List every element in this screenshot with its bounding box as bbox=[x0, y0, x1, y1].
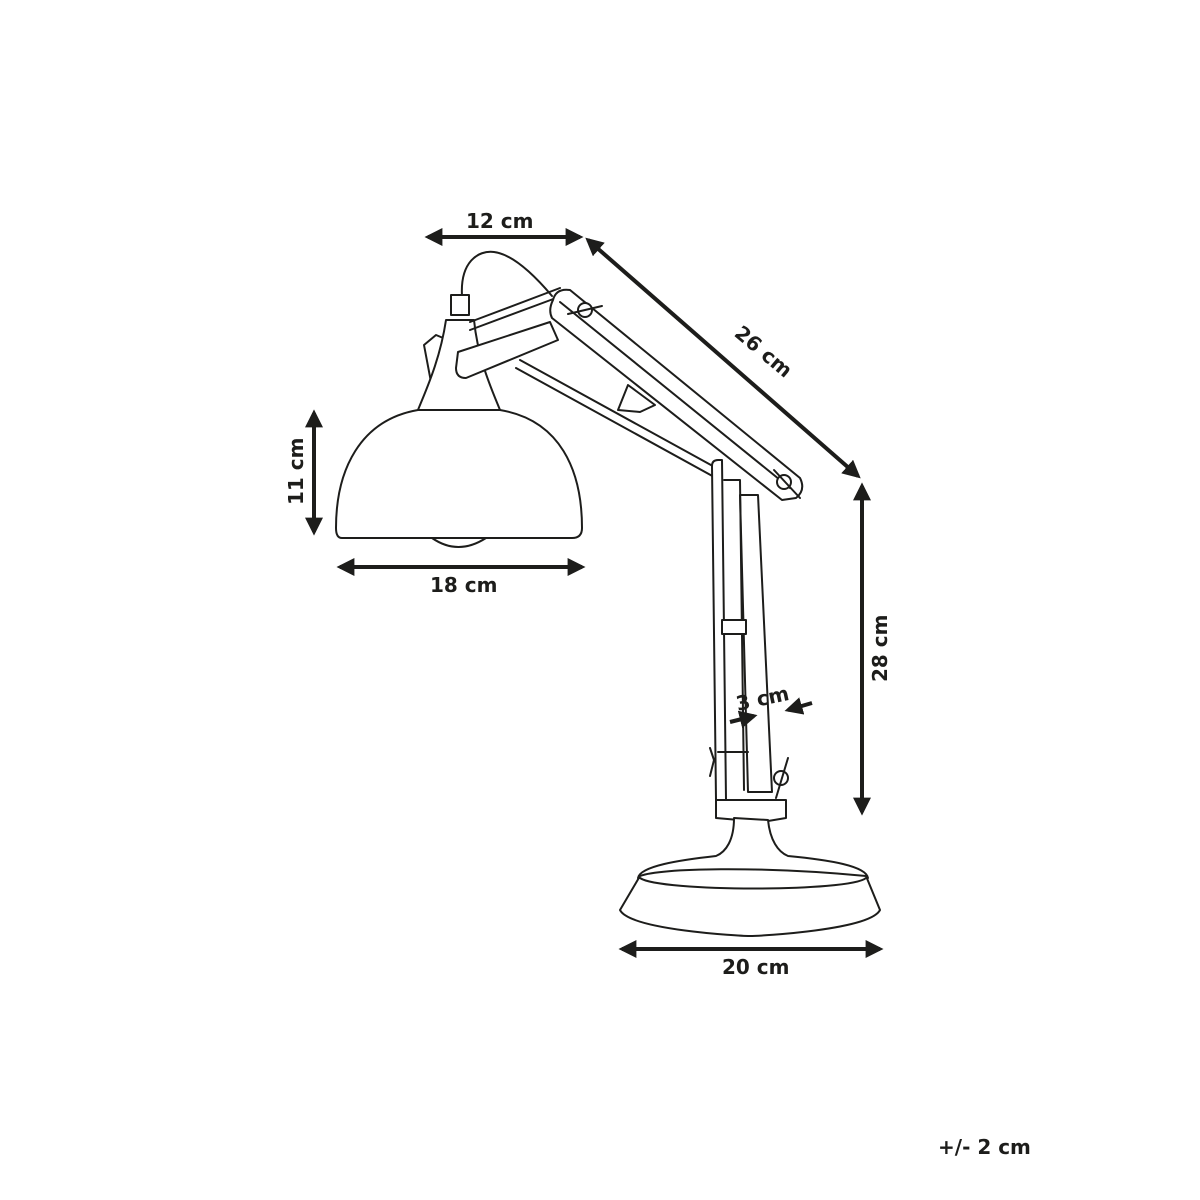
base-rim bbox=[639, 877, 867, 890]
post-collar bbox=[715, 799, 787, 823]
shade-connector-block bbox=[455, 321, 559, 379]
lamp-base bbox=[619, 868, 881, 937]
upper-rod bbox=[469, 297, 557, 331]
dimension-12cm: 12 cm bbox=[424, 209, 584, 246]
dim-label-28cm: 28 cm bbox=[868, 615, 892, 683]
lamp-shade bbox=[335, 409, 583, 539]
base-stem bbox=[637, 817, 869, 879]
dimension-18cm: 18 cm bbox=[336, 558, 586, 597]
dim-label-20cm: 20 cm bbox=[722, 955, 790, 979]
post-crossbar bbox=[721, 619, 747, 635]
dim-label-18cm: 18 cm bbox=[430, 573, 498, 597]
tolerance-note: +/- 2 cm bbox=[938, 1135, 1031, 1159]
dim-label-11cm: 11 cm bbox=[284, 438, 308, 506]
power-cable bbox=[460, 250, 553, 297]
post-clip bbox=[709, 747, 715, 777]
socket-cap bbox=[450, 294, 470, 316]
lamp-illustration bbox=[335, 250, 881, 937]
dimension-28cm: 28 cm bbox=[853, 482, 892, 816]
dim-label-12cm: 12 cm bbox=[466, 209, 534, 233]
wing-nut-icon bbox=[773, 757, 789, 799]
post-inner bbox=[723, 479, 745, 791]
upper-rod bbox=[469, 287, 561, 323]
dimension-11cm: 11 cm bbox=[284, 409, 323, 536]
vertical-post-right bbox=[739, 494, 773, 793]
bulb bbox=[431, 537, 487, 548]
dimension-20cm: 20 cm bbox=[618, 940, 884, 979]
